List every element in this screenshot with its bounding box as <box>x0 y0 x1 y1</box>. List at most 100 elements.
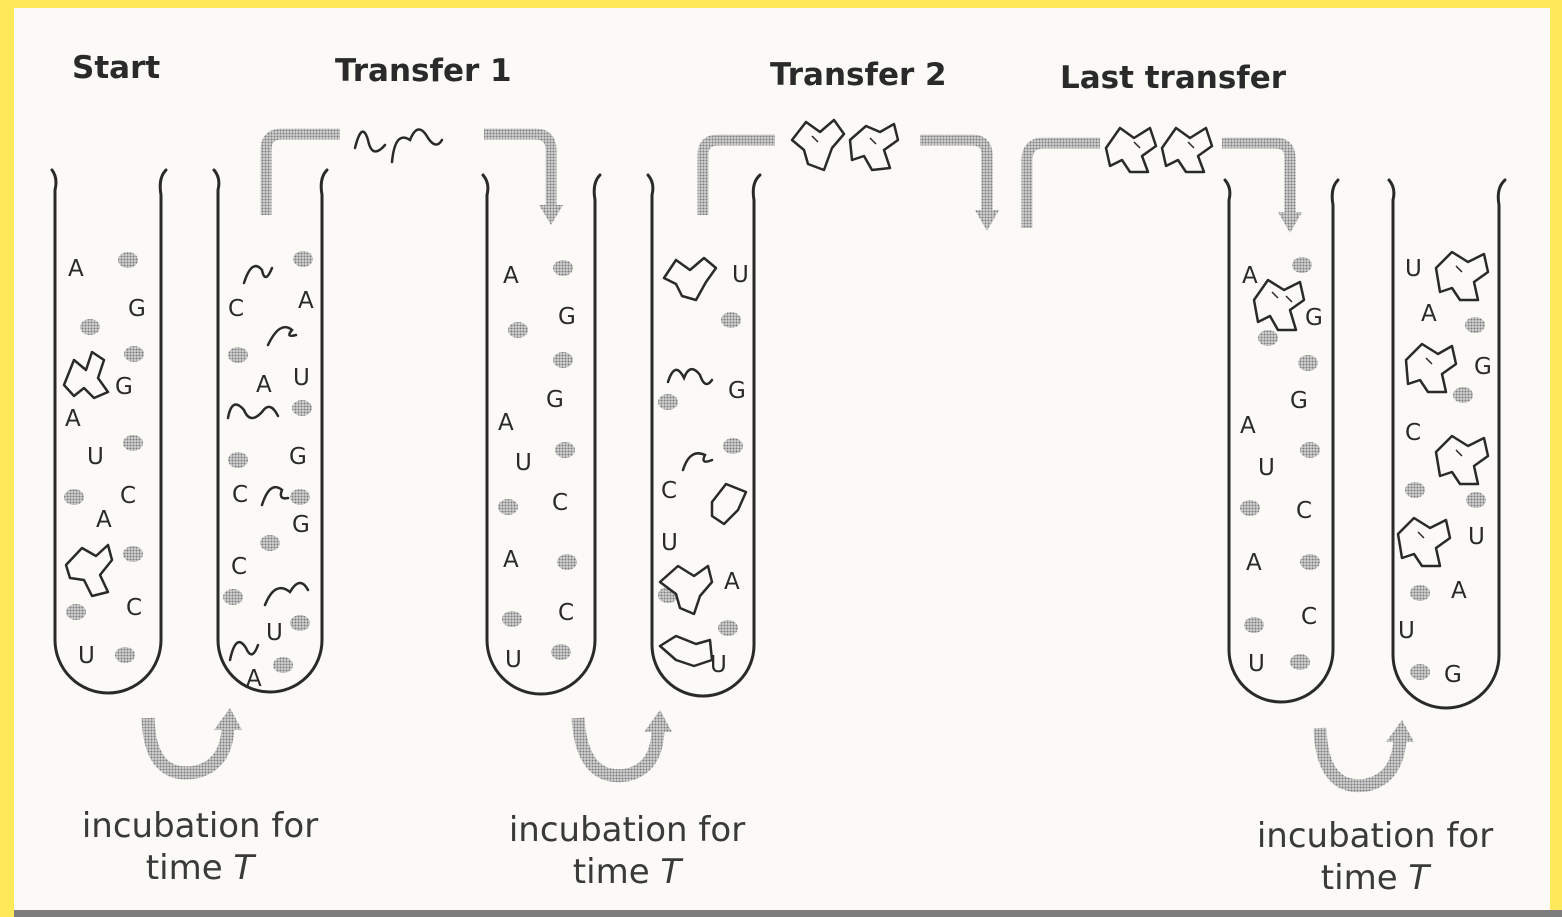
nucleotide-letter: A <box>68 256 84 282</box>
nucleotide-letter: A <box>503 263 519 289</box>
nucleotide-letter: U <box>1468 524 1485 550</box>
folded-rna-icon <box>1254 280 1304 330</box>
nucleotide-letter: U <box>732 262 749 288</box>
stage-title-start: Start <box>72 50 160 86</box>
folded-rna-icon <box>1162 128 1212 172</box>
rna-squiggle-icon <box>228 405 278 418</box>
test-tube-5 <box>1225 180 1338 702</box>
incubation-arrow-1 <box>148 718 228 773</box>
nucleotide-letter: A <box>498 410 514 436</box>
nucleotide-letter: G <box>128 296 146 322</box>
curved-arrowhead-icon <box>1386 720 1414 742</box>
incubation-caption-line1: incubation for <box>497 809 757 851</box>
nucleotide-letter: G <box>558 304 576 330</box>
incubation-caption-2: incubation for time T <box>497 809 757 893</box>
folded-rna-icon <box>850 124 898 170</box>
folded-rna-icon <box>660 636 712 666</box>
nucleotide-letter: U <box>1405 256 1422 282</box>
folded-rna-icon <box>1106 128 1156 172</box>
transfer-arrow-1a <box>266 134 340 215</box>
nucleotide-letter: C <box>1405 420 1421 446</box>
rna-squiggle-icon <box>244 266 272 283</box>
nucleotide-letter: C <box>231 554 247 580</box>
nucleotide-letter: A <box>1246 550 1262 576</box>
rna-squiggle-icon <box>230 642 258 660</box>
arrowhead-down-icon <box>975 210 999 231</box>
incubation-caption-1: incubation for time T <box>70 805 330 889</box>
nucleotide-letter: G <box>728 378 746 404</box>
nucleotide-letter: A <box>246 666 262 692</box>
incubation-caption-line2: time T <box>1245 857 1505 899</box>
nucleotide-letter: U <box>1258 455 1275 481</box>
arrowhead-down-icon <box>1278 212 1302 233</box>
transfer-arrow-1b <box>484 134 551 205</box>
nucleotide-letter: U <box>1248 651 1265 677</box>
nucleotide-letter: G <box>289 444 307 470</box>
incubation-caption-line2: time T <box>70 847 330 889</box>
incubation-arrow-3 <box>1320 728 1400 786</box>
rna-squiggle-icon <box>683 453 712 470</box>
rna-squiggle-icon <box>668 369 712 384</box>
nucleotide-letter: U <box>515 450 532 476</box>
nucleotide-letter: A <box>96 507 112 533</box>
nucleotide-letter: A <box>724 569 740 595</box>
nucleotide-letter: A <box>256 372 272 398</box>
folded-rna-icon <box>1436 436 1488 484</box>
folded-rna-icon <box>1398 518 1450 566</box>
nucleotide-letter: U <box>78 643 95 669</box>
nucleotide-letter: C <box>1296 498 1312 524</box>
stage-title-last-transfer: Last transfer <box>1060 60 1286 96</box>
nucleotide-letter: A <box>1240 413 1256 439</box>
nucleotide-letter: C <box>558 600 574 626</box>
nucleotide-letter: G <box>292 512 310 538</box>
nucleotide-letter: C <box>228 296 244 322</box>
nucleotide-letter: A <box>1451 578 1467 604</box>
nucleotide-letter: G <box>1290 388 1308 414</box>
rna-squiggle-icon <box>355 132 385 152</box>
nucleotide-letter: U <box>266 620 283 646</box>
nucleotide-letter: A <box>503 547 519 573</box>
folded-rna-icon <box>712 484 746 524</box>
nucleotide-letter: C <box>552 490 568 516</box>
rna-squiggle-icon <box>265 583 308 605</box>
incubation-caption-line1: incubation for <box>70 805 330 847</box>
nucleotide-letter: G <box>1305 305 1323 331</box>
nucleotide-letter: A <box>1242 263 1258 289</box>
folded-rna-icon <box>1406 344 1456 392</box>
rna-squiggle-icon <box>262 487 288 505</box>
incubation-caption-3: incubation for time T <box>1245 815 1505 899</box>
nucleotide-letter: C <box>120 483 136 509</box>
nucleotide-letter: G <box>115 374 133 400</box>
transfer-arrow-3b <box>1222 143 1290 212</box>
incubation-caption-line1: incubation for <box>1245 815 1505 857</box>
test-tube-2 <box>214 170 327 692</box>
test-tube-4 <box>648 175 760 696</box>
folded-rna-icon <box>64 352 108 398</box>
folded-rna-icon <box>1436 252 1488 300</box>
nucleotide-letter: G <box>1474 354 1492 380</box>
nucleotide-letter: U <box>1398 618 1415 644</box>
folded-rna-icon <box>664 258 716 300</box>
stage-title-transfer-2: Transfer 2 <box>770 57 947 93</box>
curved-arrowhead-icon <box>214 708 242 730</box>
nucleotide-letter: U <box>661 530 678 556</box>
nucleotide-letter: C <box>126 595 142 621</box>
nucleotide-letter: C <box>1301 604 1317 630</box>
transfer-arrow-3a <box>1027 143 1100 228</box>
rna-squiggle-icon <box>392 129 442 162</box>
arrowhead-down-icon <box>539 205 563 225</box>
nucleotide-letter: U <box>87 444 104 470</box>
nucleotide-letter: U <box>505 647 522 673</box>
folded-rna-icon <box>792 120 844 170</box>
transfer-arrow-2a <box>703 140 775 215</box>
nucleotide-letter: C <box>661 478 677 504</box>
nucleotide-letter: G <box>546 387 564 413</box>
transfer-arrow-2b <box>920 140 987 210</box>
nucleotide-letter: A <box>1421 301 1437 327</box>
nucleotide-letter: U <box>293 365 310 391</box>
nucleotide-letter: G <box>1444 662 1462 688</box>
nucleotide-letter: A <box>298 288 314 314</box>
incubation-caption-line2: time T <box>497 851 757 893</box>
nucleotide-letter: C <box>232 482 248 508</box>
